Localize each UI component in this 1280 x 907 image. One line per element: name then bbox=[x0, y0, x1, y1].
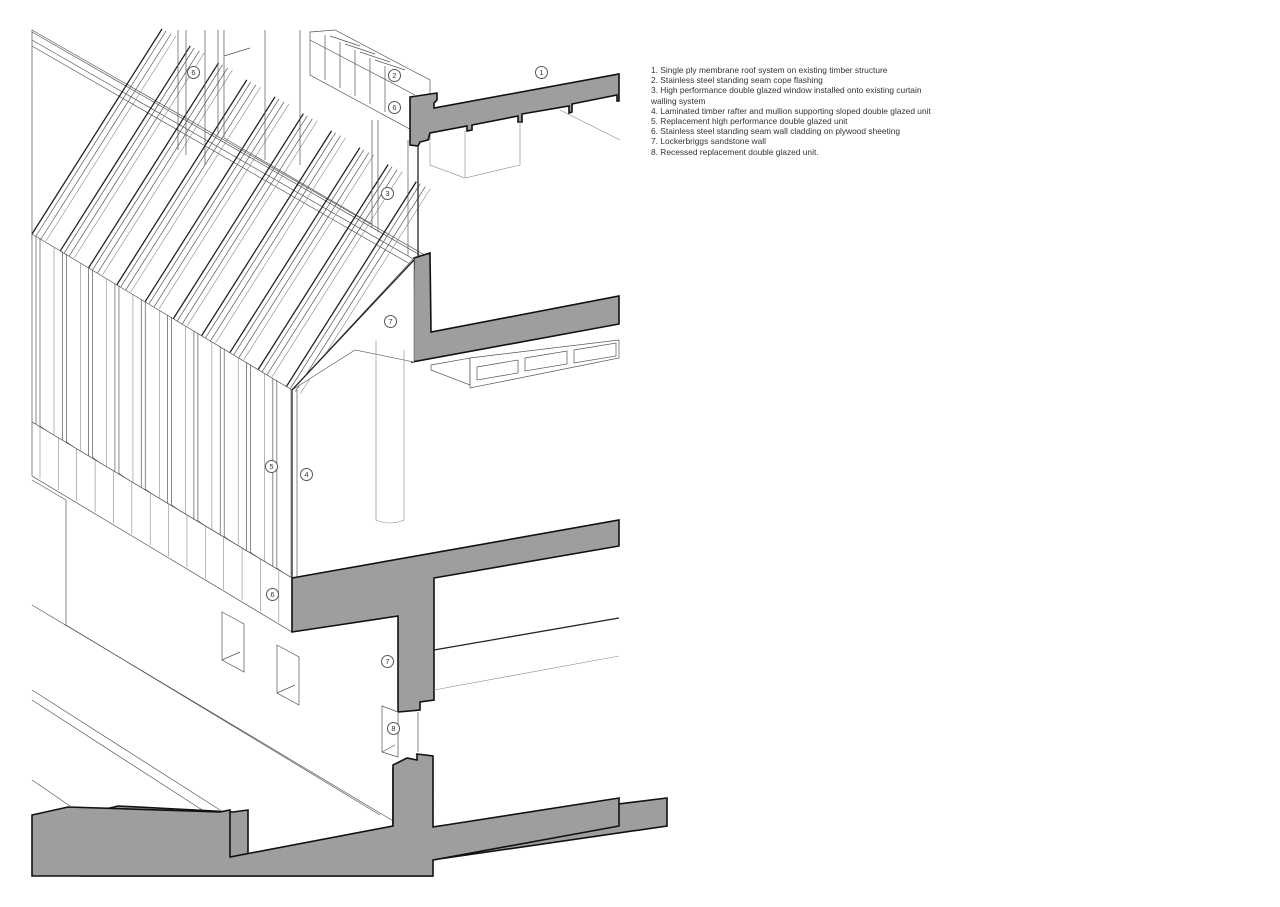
legend-item-1: 1. Single ply membrane roof system on ex… bbox=[651, 65, 888, 75]
callout-5: 5 bbox=[265, 460, 278, 473]
middle-floor-section bbox=[291, 519, 620, 713]
legend-item-6: 6. Stainless steel standing seam wall cl… bbox=[651, 126, 901, 137]
callout-6: 6 bbox=[266, 588, 279, 601]
callout-2: 2 bbox=[388, 69, 401, 82]
callout-4: 4 bbox=[300, 468, 313, 481]
callout-6: 6 bbox=[388, 101, 401, 114]
lower-wall bbox=[31, 479, 419, 826]
callout-7: 7 bbox=[381, 655, 394, 668]
callout-3: 3 bbox=[381, 187, 394, 200]
ground-floor-section bbox=[31, 753, 668, 877]
legend-item-5: 5. Replacement high performance double g… bbox=[651, 116, 848, 127]
callout-6: 6 bbox=[187, 66, 200, 79]
roof-slab-section bbox=[409, 73, 621, 256]
legend: 1. Single ply membrane roof system on ex… bbox=[651, 65, 941, 157]
legend-item-7: 7. Lockerbriggs sandstone wall bbox=[651, 136, 766, 147]
callout-8: 8 bbox=[387, 722, 400, 735]
legend-item-3: 3. High performance double glazed window… bbox=[651, 85, 922, 106]
legend-item-4: 4. Laminated timber rafter and mullion s… bbox=[651, 105, 931, 116]
callout-1: 1 bbox=[535, 66, 548, 79]
legend-item-8: 8. Recessed replacement double glazed un… bbox=[651, 146, 819, 157]
sloped-glazed-roof bbox=[31, 28, 431, 394]
callout-7: 7 bbox=[384, 315, 397, 328]
upper-floor-section bbox=[291, 251, 620, 524]
legend-item-2: 2. Stainless steel standing seam cope fl… bbox=[651, 75, 823, 86]
